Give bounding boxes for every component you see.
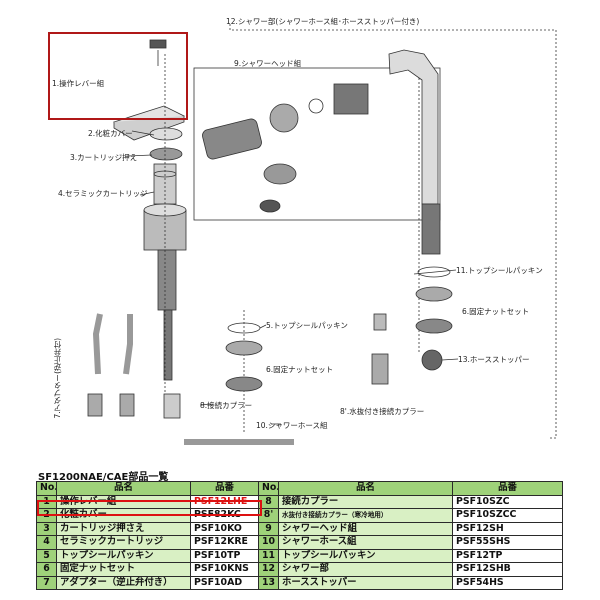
- label-ceramic-cartridge: 4.セラミックカートリッジ: [58, 189, 148, 198]
- row-part: PSF55SHS: [452, 535, 563, 550]
- label-shower-hose: 10.シャワーホース組: [256, 421, 328, 430]
- label-decorative-cover: 2.化粧カバー: [88, 129, 133, 138]
- row-part: PSF10KO: [190, 521, 259, 536]
- header-part: 品番: [452, 481, 563, 496]
- label-shower-unit: 12.シャワー部(シャワーホース組･ホースストッパー付き): [226, 17, 420, 26]
- row-name: トップシールパッキン: [56, 548, 191, 563]
- row-name: トップシールパッキン: [278, 548, 453, 563]
- row-name: ホースストッパー: [278, 575, 453, 590]
- label-drain-coupler: 8'.水抜付き接続カプラー: [340, 407, 425, 416]
- label-fixing-nut-set-middle: 6.固定ナットセット: [266, 365, 334, 374]
- row-part: PSF12SH: [452, 521, 563, 536]
- label-adapter: 7.アダプター(逆止弁付): [53, 338, 62, 419]
- header-name: 品名: [278, 481, 453, 496]
- row-no: 13: [258, 575, 279, 590]
- row-name: シャワーヘッド組: [278, 521, 453, 536]
- row-part: PSF12SHB: [452, 562, 563, 577]
- row-name: セラミックカートリッジ: [56, 535, 191, 550]
- shower-head-group-box: [193, 67, 441, 221]
- table-row: 5 トップシールパッキン PSF10TP 11 トップシールパッキン PSF12…: [36, 548, 563, 563]
- row-name: アダプター（逆止弁付き）: [56, 575, 191, 590]
- row-part: PSF10SZCC: [452, 508, 563, 523]
- table-header-row: No. 品名 品番 No. 品名 品番: [36, 481, 563, 496]
- row-part: PSF10KNS: [190, 562, 259, 577]
- row-part: PSF10SZC: [452, 494, 563, 509]
- table-row: 7 アダプター（逆止弁付き） PSF10AD 13 ホースストッパー PSF54…: [36, 575, 563, 590]
- row-name: 水抜付き接続カプラー（寒冷地用）: [278, 508, 453, 523]
- header-part: 品番: [190, 481, 259, 496]
- row-no: 7: [36, 575, 57, 590]
- row-name: 固定ナットセット: [56, 562, 191, 577]
- row-part: PSF12TP: [452, 548, 563, 563]
- header-no: No.: [36, 481, 57, 496]
- row-no: 6: [36, 562, 57, 577]
- row-name: 接続カプラー: [278, 494, 453, 509]
- exploded-parts-diagram: 12.シャワー部(シャワーホース組･ホースストッパー付き) 9.シャワーヘッド組…: [34, 14, 562, 454]
- row-no: 3: [36, 521, 57, 536]
- row-name: カートリッジ押さえ: [56, 521, 191, 536]
- lever-assembly-highlight: [48, 32, 188, 120]
- table-row: 3 カートリッジ押さえ PSF10KO 9 シャワーヘッド組 PSF12SH: [36, 521, 563, 536]
- row-no: 4: [36, 535, 57, 550]
- label-connection-coupler: 8.接続カプラー: [200, 401, 253, 410]
- row-no: 5: [36, 548, 57, 563]
- diagram-drawing: [87, 24, 557, 445]
- table-row: 6 固定ナットセット PSF10KNS 12 シャワー部 PSF12SHB: [36, 562, 563, 577]
- parts-table: No. 品名 品番 No. 品名 品番 1 操作レバー組 PSF12LHE 8 …: [36, 481, 563, 590]
- header-no: No.: [258, 481, 279, 496]
- row-no: 12: [258, 562, 279, 577]
- row-part: PSF10TP: [190, 548, 259, 563]
- row-name: シャワーホース組: [278, 535, 453, 550]
- header-name: 品名: [56, 481, 191, 496]
- row-no: 8: [258, 494, 279, 509]
- row-no: 10: [258, 535, 279, 550]
- row-part: PSF12KRE: [190, 535, 259, 550]
- label-shower-head-group: 9.シャワーヘッド組: [234, 59, 302, 68]
- row-part: PSF10AD: [190, 575, 259, 590]
- row-1-highlight: [37, 500, 262, 516]
- label-top-seal-packing-11: 11.トップシールパッキン: [456, 266, 543, 275]
- row-no: 11: [258, 548, 279, 563]
- label-cartridge-holder: 3.カートリッジ押え: [70, 153, 138, 162]
- row-no: 9: [258, 521, 279, 536]
- row-name: シャワー部: [278, 562, 453, 577]
- label-hose-stopper: 13.ホースストッパー: [458, 355, 530, 364]
- parts-list-title: SF1200NAE/CAE部品一覧: [38, 472, 169, 483]
- label-fixing-nut-set-right: 6.固定ナットセット: [462, 307, 530, 316]
- label-top-seal-packing-5: 5.トップシールパッキン: [266, 321, 348, 330]
- row-part: PSF54HS: [452, 575, 563, 590]
- label-operating-lever: 1.操作レバー組: [52, 79, 105, 88]
- table-row: 4 セラミックカートリッジ PSF12KRE 10 シャワーホース組 PSF55…: [36, 535, 563, 550]
